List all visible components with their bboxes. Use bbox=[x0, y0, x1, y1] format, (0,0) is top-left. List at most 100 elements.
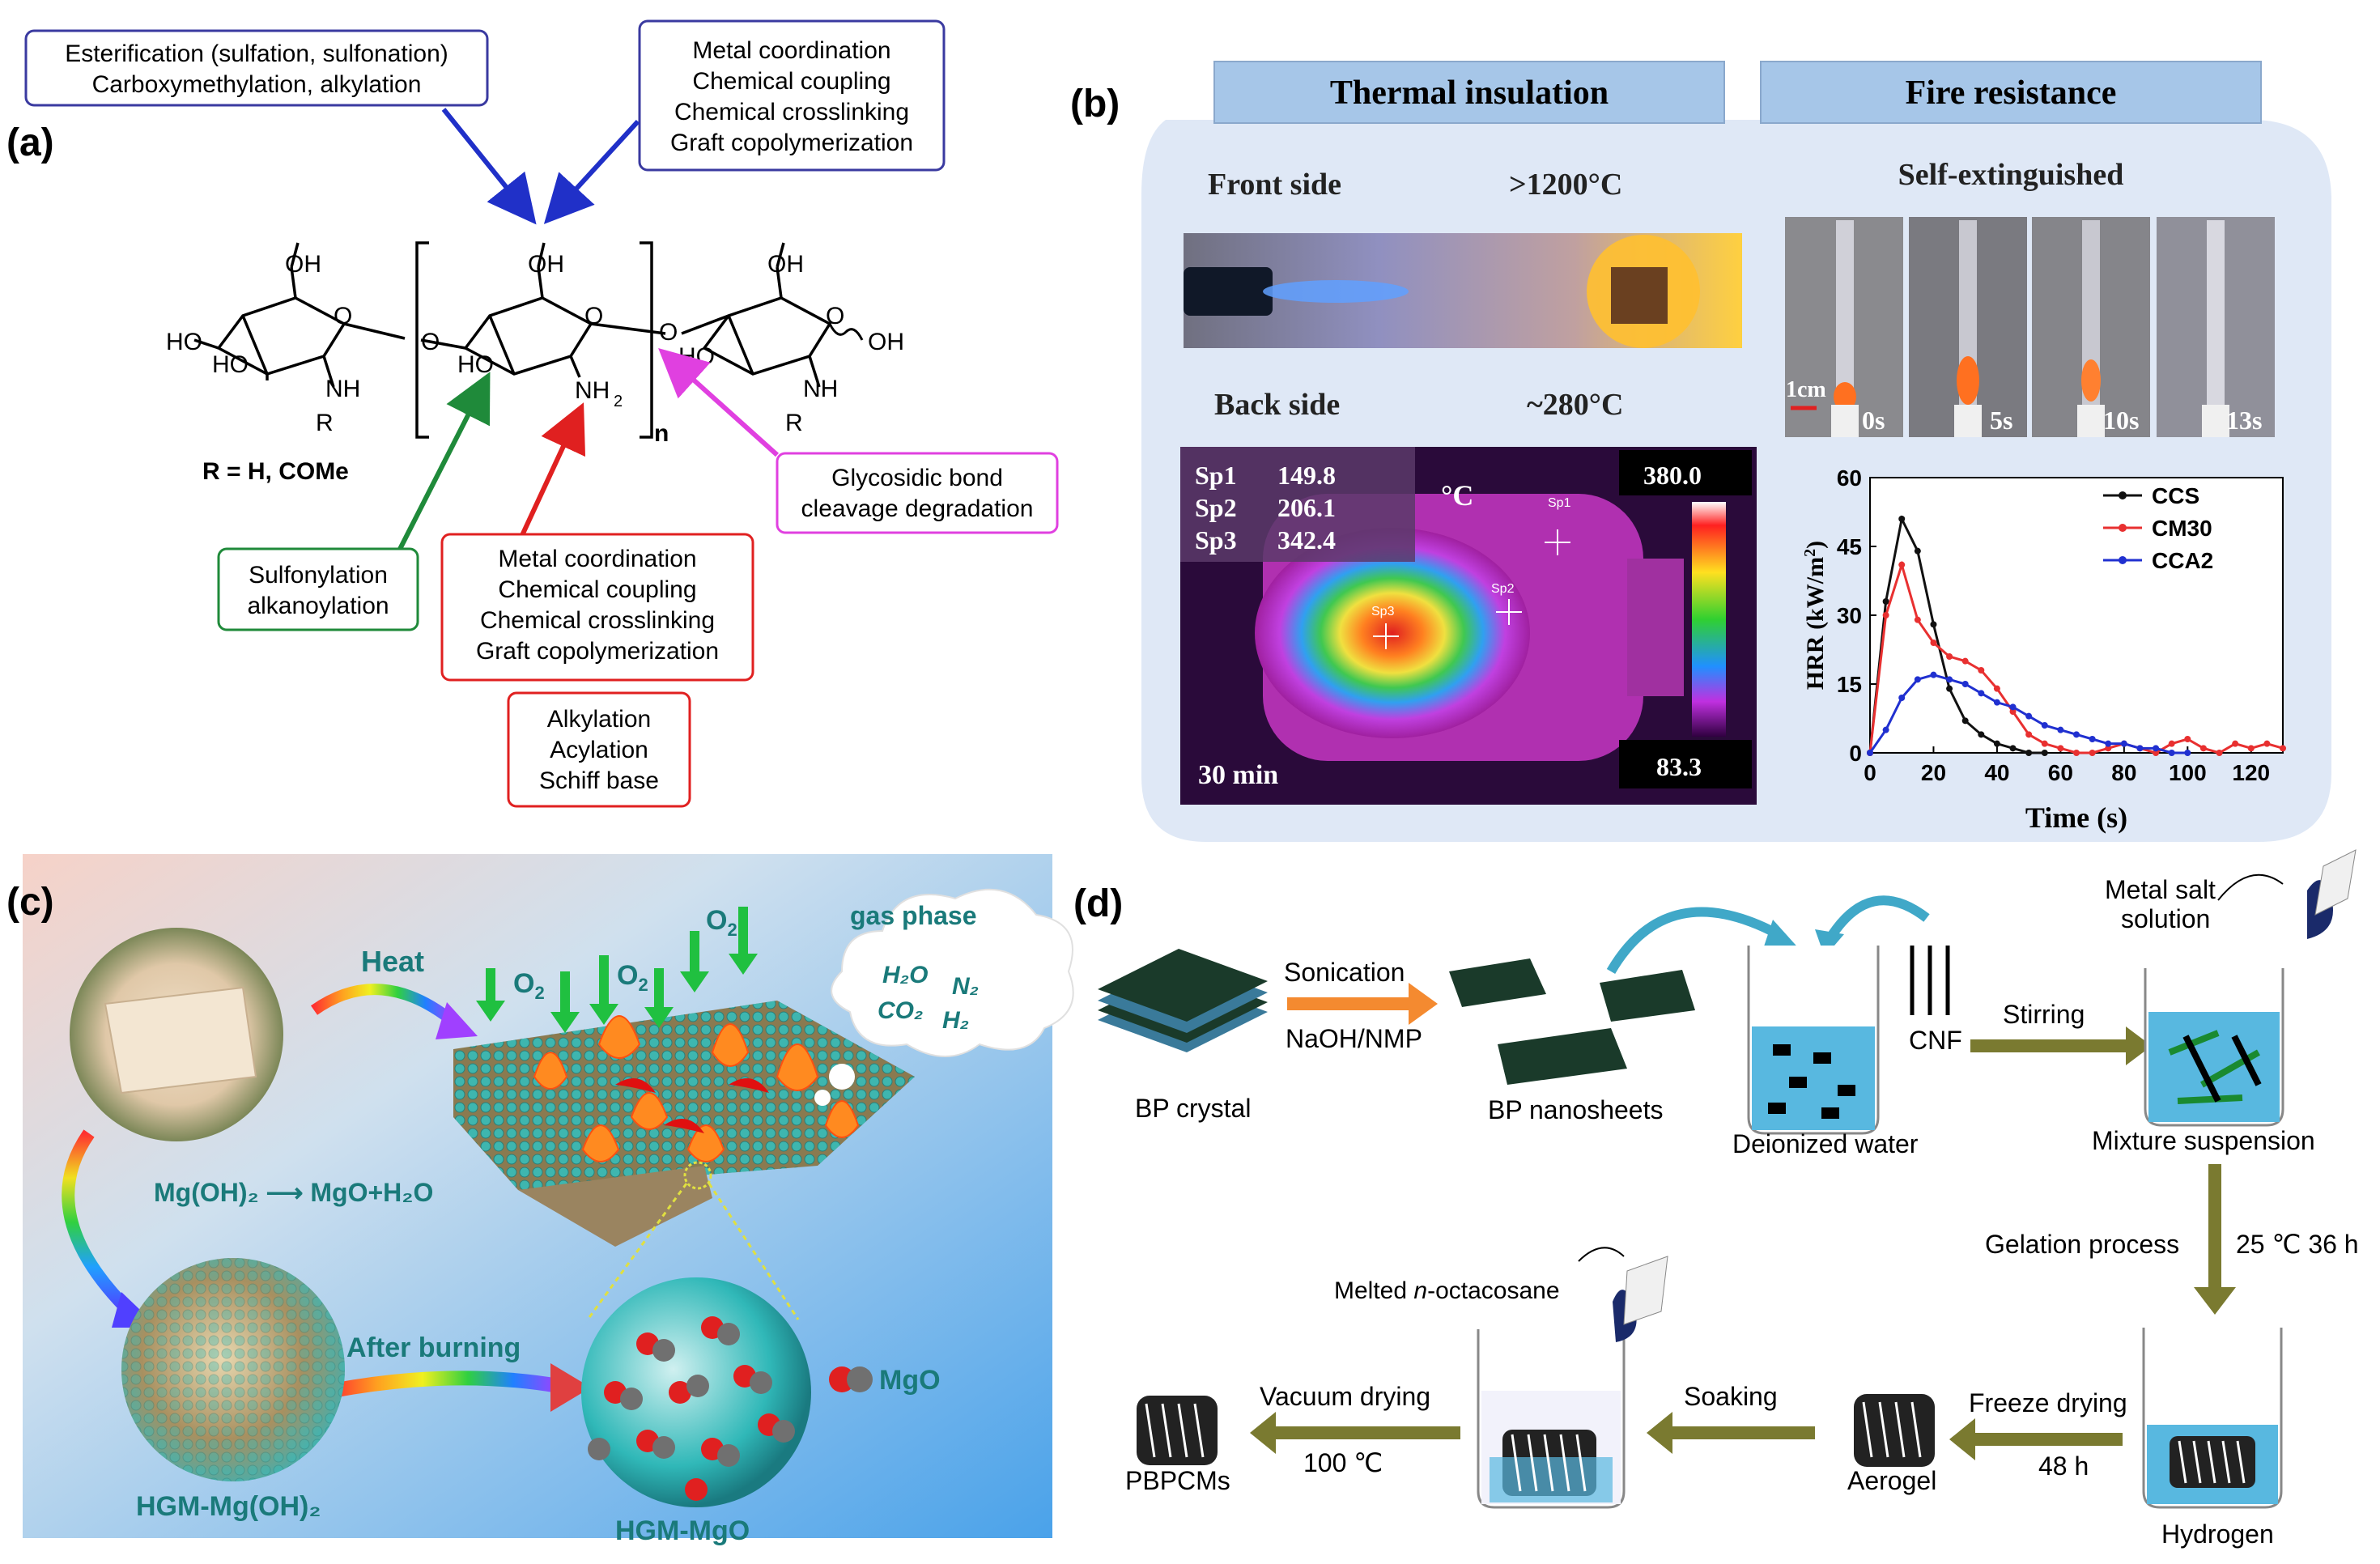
stirring-label: Stirring bbox=[2003, 1000, 2085, 1029]
box-glycosidic bbox=[776, 452, 1059, 534]
atom-oh-3: OH bbox=[767, 251, 804, 278]
hrr-plot-area bbox=[1869, 477, 2284, 754]
series-point-cca2 bbox=[1993, 699, 2000, 706]
x-tick-label: 120 bbox=[2232, 760, 2270, 785]
series-point-cm30 bbox=[2280, 745, 2286, 752]
series-point-cm30 bbox=[1914, 616, 1921, 623]
series-point-cm30 bbox=[2073, 750, 2080, 756]
series-point-cca2 bbox=[2009, 703, 2017, 711]
series-point-cca2 bbox=[2136, 745, 2144, 752]
hrr-xlabel: Time (s) bbox=[2025, 801, 2127, 834]
atom-ho-1: HO bbox=[166, 329, 202, 355]
series-point-cca2 bbox=[1867, 750, 1873, 756]
after-burning-label: After burning bbox=[346, 1332, 521, 1363]
series-point-cca2 bbox=[1914, 676, 1921, 683]
arrow-blue-left bbox=[441, 108, 537, 225]
header-fire bbox=[1760, 61, 2262, 124]
series-point-ccs bbox=[1961, 717, 1969, 725]
sp1-value: 149.8 bbox=[1277, 461, 1336, 490]
atom-oh-1: OH bbox=[285, 251, 321, 278]
y-tick-label: 45 bbox=[1837, 534, 1862, 559]
box-esterification bbox=[24, 29, 489, 107]
atom-nh2: NH bbox=[575, 377, 610, 404]
series-point-cca2 bbox=[1898, 695, 1906, 701]
atom-o-link1: O bbox=[421, 329, 440, 355]
atom-nh-1: NH bbox=[325, 376, 360, 402]
box-glycosidic-line1: Glycosidic bond bbox=[831, 465, 1003, 491]
after-burning-arrow-head bbox=[550, 1363, 591, 1412]
atom-o-link2: O bbox=[659, 319, 678, 346]
pbpcms-label: PBPCMs bbox=[1125, 1466, 1230, 1495]
series-point-ccs bbox=[1946, 685, 1953, 692]
gelation-label: Gelation process bbox=[1985, 1230, 2179, 1259]
vacuum-label: Vacuum drying bbox=[1260, 1382, 1430, 1411]
gas-n2: N₂ bbox=[952, 973, 979, 1000]
hgm-mgo-label: HGM-MgO bbox=[615, 1515, 750, 1546]
y-tick-label: 60 bbox=[1837, 465, 1862, 491]
series-point-cm30 bbox=[2232, 740, 2239, 747]
zoom-circle bbox=[683, 1161, 712, 1190]
series-point-cca2 bbox=[1930, 671, 1937, 678]
series-point-ccs bbox=[2025, 750, 2033, 756]
time-0s: 0s bbox=[1862, 406, 1885, 435]
panel-d-label: (d) bbox=[1073, 882, 1123, 925]
box-sulfonylation-line1: Sulfonylation bbox=[249, 562, 388, 589]
sp3-label: Sp3 bbox=[1195, 525, 1237, 555]
series-point-cca2 bbox=[2184, 750, 2191, 756]
x-tick-label: 0 bbox=[1864, 760, 1876, 785]
chitosan-structure bbox=[193, 241, 864, 439]
thermal-min: 83.3 bbox=[1656, 752, 1702, 781]
sp3-value: 342.4 bbox=[1277, 525, 1336, 555]
after-burning-arrow bbox=[330, 1371, 560, 1398]
sp1-label: Sp1 bbox=[1195, 461, 1237, 490]
panel-b: (b) Thermal insulation Fire resistance F… bbox=[1070, 61, 2331, 842]
series-point-cm30 bbox=[1946, 653, 1953, 660]
series-point-ccs bbox=[2041, 750, 2048, 756]
x-tick-label: 20 bbox=[1921, 760, 1946, 785]
hgm-mgoh2-texture bbox=[121, 1258, 345, 1481]
series-point-cca2 bbox=[2025, 712, 2033, 720]
atom-nh2-sub: 2 bbox=[614, 393, 623, 410]
box-metal-red-line1: Metal coordination bbox=[498, 546, 696, 572]
gelation-arrow bbox=[2194, 1164, 2236, 1315]
burn-photo-sequence bbox=[1785, 217, 2275, 437]
o2-label-3: O2 bbox=[706, 905, 737, 940]
heat-label: Heat bbox=[361, 945, 424, 978]
naoh-label: NaOH/NMP bbox=[1286, 1024, 1422, 1053]
thermal-unit: °C bbox=[1441, 479, 1473, 512]
box-metal-top-line3: Chemical crosslinking bbox=[674, 99, 909, 125]
series-point-cm30 bbox=[2199, 745, 2207, 752]
curved-arrow-2 bbox=[1825, 895, 1930, 942]
legend-marker-cm30 bbox=[2119, 524, 2127, 532]
marker-sp2: Sp2 bbox=[1491, 582, 1515, 596]
box-alkylation-line3: Schiff base bbox=[539, 767, 659, 794]
melted-label: Melted n-octacosane bbox=[1334, 1277, 1560, 1304]
marker-sp1: Sp1 bbox=[1548, 496, 1571, 510]
series-point-cm30 bbox=[2153, 750, 2160, 756]
series-point-cm30 bbox=[1882, 612, 1889, 618]
series-point-cm30 bbox=[1898, 561, 1906, 568]
aerogel-label: Aerogel bbox=[1847, 1466, 1936, 1495]
series-point-cm30 bbox=[2009, 708, 2017, 715]
o2-arrows bbox=[476, 907, 758, 1033]
box-sulfonylation bbox=[217, 547, 419, 631]
box-sulfonylation-line2: alkanoylation bbox=[247, 593, 389, 619]
series-point-cm30 bbox=[2263, 740, 2271, 747]
series-point-cm30 bbox=[2041, 740, 2048, 747]
soaking-arrow bbox=[1647, 1412, 1815, 1454]
x-tick-label: 100 bbox=[2169, 760, 2207, 785]
y-tick-label: 15 bbox=[1837, 672, 1862, 697]
bp-nanosheets-label: BP nanosheets bbox=[1488, 1095, 1663, 1124]
series-point-ccs bbox=[1978, 731, 1985, 738]
panel-d: (d) BP crystal Sonication NaOH/NMP BP na… bbox=[1073, 849, 2359, 1549]
series-point-cm30 bbox=[2025, 731, 2033, 738]
series-point-cca2 bbox=[2168, 750, 2175, 756]
red-arcs bbox=[615, 1078, 769, 1133]
series-point-cm30 bbox=[2247, 745, 2255, 752]
marker-sp3: Sp3 bbox=[1371, 605, 1395, 618]
stirring-arrow bbox=[1970, 1026, 2152, 1065]
series-point-ccs bbox=[2009, 745, 2017, 752]
mgo-particles bbox=[588, 1316, 795, 1501]
